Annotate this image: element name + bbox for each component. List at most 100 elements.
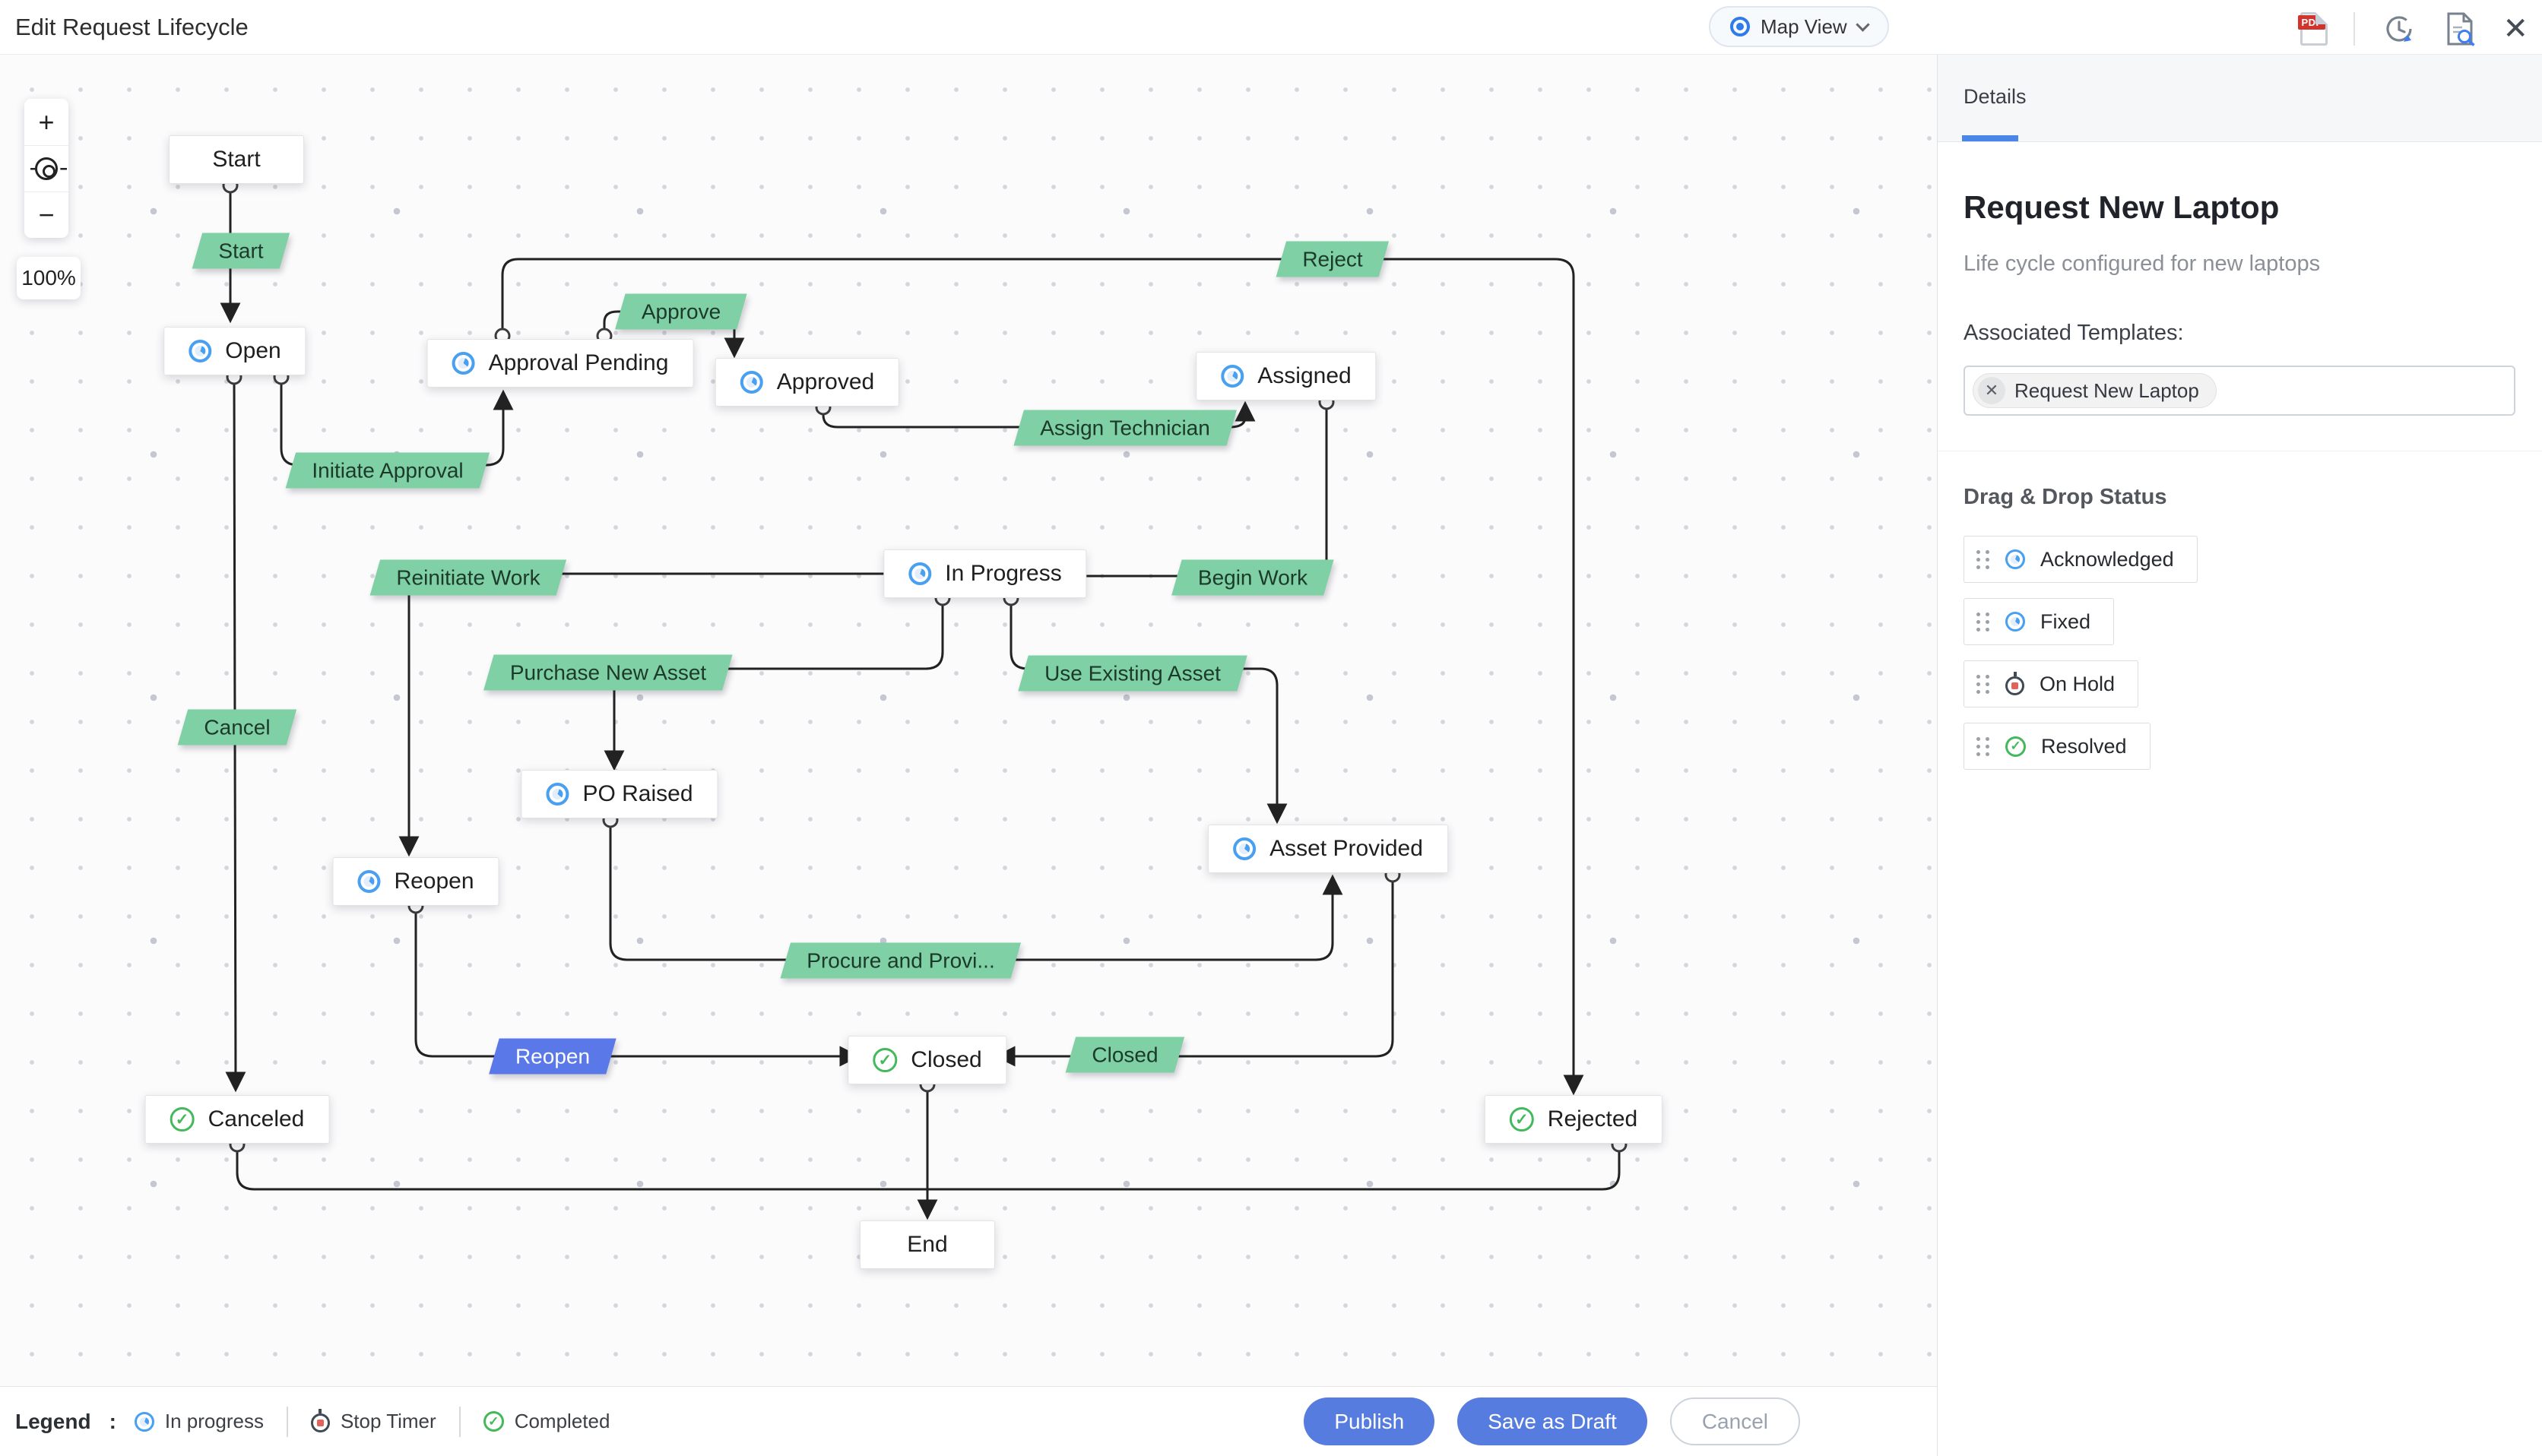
node-reopen[interactable]: Reopen [332,857,499,906]
node-label: Asset Provided [1269,836,1423,861]
node-label: PO Raised [582,781,693,806]
in-progress-icon [189,340,212,362]
node-open[interactable]: Open [163,327,306,375]
transition-label-start[interactable]: Start [197,233,284,269]
transition-label-begin-work[interactable]: Begin Work [1177,560,1329,596]
node-asset-provided[interactable]: Asset Provided [1208,825,1448,873]
drag-handle-icon[interactable] [1976,612,1990,631]
node-approval-pending[interactable]: Approval Pending [426,339,694,388]
panel-tab-strip: Details [1938,55,2542,142]
node-label: Rejected [1547,1106,1638,1132]
completed-icon: ✓ [873,1048,898,1072]
node-label: Approved [776,369,875,394]
edge-4 [501,258,1584,1096]
zoom-out-button[interactable]: − [24,191,68,238]
stop-timer-icon [310,1409,330,1432]
node-assigned[interactable]: Assigned [1196,352,1377,400]
transition-label-approve[interactable]: Approve [620,294,742,330]
node-po-raised[interactable]: PO Raised [521,770,718,818]
node-label: Reopen [394,869,474,894]
tab-details[interactable]: Details [1964,85,2027,108]
zoom-in-button[interactable]: + [38,106,55,138]
status-item-resolved[interactable]: ✓ Resolved [1964,723,2151,770]
transition-label-reinitiate-work[interactable]: Reinitiate Work [375,560,561,596]
close-icon[interactable]: ✕ [2502,12,2528,46]
transition-label-cancel[interactable]: Cancel [182,710,291,745]
edge-11 [994,875,1394,1067]
chip-remove-icon[interactable]: ✕ [1978,377,2005,404]
export-pdf-icon[interactable]: PDF [2298,12,2328,46]
map-view-label: Map View [1761,14,1847,38]
node-label: Canceled [208,1106,305,1132]
status-item-fixed[interactable]: Fixed [1964,598,2115,645]
cancel-button[interactable]: Cancel [1669,1397,1800,1445]
details-panel: Details Request New Laptop Life cycle co… [1937,55,2542,1456]
top-bar: Edit Request Lifecycle Map View PDF ✕ [0,0,2542,55]
status-item-acknowledged[interactable]: Acknowledged [1964,536,2198,583]
transition-label-reject[interactable]: Reject [1281,242,1384,277]
status-item-label: Acknowledged [2040,547,2174,571]
edge-14 [236,1144,1621,1191]
node-rejected[interactable]: ✓Rejected [1484,1095,1663,1144]
transition-label-reopen[interactable]: Reopen [494,1039,611,1075]
node-canceled[interactable]: ✓Canceled [144,1095,330,1144]
lifecycle-subtitle: Life cycle configured for new laptops [1964,252,2321,276]
legend-item-in-progress: In progress [134,1410,264,1433]
legend-item-label: In progress [164,1410,264,1432]
status-item-label: Fixed [2040,609,2091,633]
node-end[interactable]: End [860,1220,995,1269]
templates-input[interactable]: ✕ Request New Laptop [1964,366,2515,416]
legend-title: Legend [15,1409,91,1433]
tab-active-indicator [1962,135,2018,141]
icon-separator [2353,12,2356,46]
legend-item-label: Completed [514,1410,610,1432]
in-progress-icon [134,1411,154,1432]
completed-icon: ✓ [483,1411,504,1432]
in-progress-icon [1221,365,1244,388]
drag-handle-icon[interactable] [1976,674,1990,694]
map-view-selector[interactable]: Map View [1709,6,1889,47]
transition-label-procure-and-provi[interactable]: Procure and Provi... [785,943,1016,979]
lifecycle-title: Request New Laptop [1964,189,2280,225]
edge-12 [414,906,861,1067]
fit-view-button[interactable] [24,145,68,191]
node-label: Assigned [1257,363,1352,388]
stop-timer-icon [2005,671,2024,695]
legend-item-label: Stop Timer [340,1410,436,1432]
legend-item-completed: ✓ Completed [483,1410,610,1433]
template-chip: ✕ Request New Laptop [1973,373,2217,408]
in-progress-icon [908,562,932,585]
transition-label-initiate-approval[interactable]: Initiate Approval [290,453,484,489]
node-label: Approval Pending [488,350,669,375]
pdf-badge: PDF [2298,15,2325,30]
status-item-on-hold[interactable]: On Hold [1964,660,2139,707]
zoom-controls: + − [24,99,68,238]
transition-label-purchase-new-asset[interactable]: Purchase New Asset [489,655,727,691]
node-approved[interactable]: Approved [715,358,900,407]
node-label: Closed [911,1047,982,1072]
save-as-draft-button[interactable]: Save as Draft [1457,1397,1647,1445]
node-closed[interactable]: ✓ Closed [848,1036,1007,1084]
transition-label-assign-technician[interactable]: Assign Technician [1019,410,1231,446]
transition-label-closed[interactable]: Closed [1070,1037,1179,1073]
publish-button[interactable]: Publish [1304,1397,1435,1445]
drag-handle-icon[interactable] [1976,549,1990,569]
in-progress-icon [357,870,381,893]
legend-separator [458,1406,461,1437]
map-view-icon [1730,17,1750,36]
completed-icon: ✓ [2005,736,2026,757]
transition-label-use-existing-asset[interactable]: Use Existing Asset [1023,656,1242,692]
node-in-progress[interactable]: In Progress [883,549,1087,598]
drag-handle-icon[interactable] [1976,736,1990,756]
node-label: In Progress [945,561,1062,586]
footer-actions: Publish Save as Draft Cancel [1304,1397,1800,1445]
document-search-icon[interactable] [2443,11,2477,47]
node-start[interactable]: Start [169,135,304,184]
history-icon[interactable] [2381,11,2417,47]
associated-templates-label: Associated Templates: [1964,321,2184,345]
status-item-label: Resolved [2041,734,2127,758]
